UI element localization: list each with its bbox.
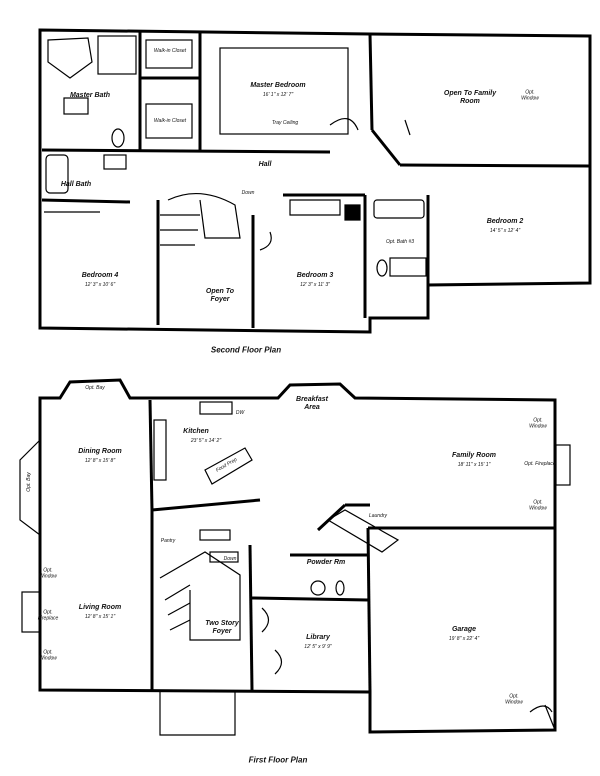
label-down-2f: Down	[241, 190, 255, 197]
label-bedroom-2-size: 14' 5" x 12' 4"	[489, 228, 521, 235]
second-floor-walls	[38, 28, 592, 334]
label-breakfast: Breakfast Area	[296, 395, 328, 411]
label-master-bath: Master Bath	[69, 91, 111, 99]
label-opt-window-5: Opt. Window	[505, 693, 523, 705]
label-dw: DW	[235, 410, 245, 417]
label-library-size: 12' 5" x 9' 9"	[304, 644, 332, 651]
label-bedroom-4: Bedroom 4	[81, 271, 119, 279]
label-hall-bath: Hall Bath	[60, 180, 92, 188]
label-opt-fireplace-2: Opt. Fireplace	[37, 609, 59, 621]
label-opt-window-3: Opt. Window	[39, 567, 57, 579]
label-foyer: Two Story Foyer	[205, 619, 239, 635]
label-kitchen-size: 23' 5" x 14' 2"	[190, 438, 222, 445]
label-open-foyer: Open To Foyer	[205, 287, 235, 303]
first-floor-walls	[38, 378, 557, 734]
label-living-size: 12' 8" x 15' 1"	[84, 614, 116, 621]
label-pantry: Pantry	[160, 538, 176, 545]
label-master-bedroom: Master Bedroom	[250, 81, 306, 89]
label-garage-size: 19' 8" x 22' 4"	[448, 636, 480, 643]
label-dining-size: 12' 8" x 15' 8"	[84, 458, 116, 465]
label-opt-fireplace-1: Opt. Fireplace	[524, 461, 556, 468]
label-family-size: 18' 11" x 15' 1"	[457, 462, 491, 469]
label-garage: Garage	[451, 625, 477, 633]
label-tray-ceiling: Tray Ceiling	[271, 120, 299, 127]
label-open-family: Open To Family Room	[443, 89, 497, 105]
label-laundry: Laundry	[368, 513, 388, 520]
label-library: Library	[306, 633, 330, 641]
label-walkin-closet-1: Walk-in Closet	[153, 48, 187, 55]
label-opt-window-2f: Opt. Window	[521, 89, 539, 101]
label-master-bedroom-size: 16' 1" x 12' 7"	[262, 92, 294, 99]
caption-second-floor: Second Floor Plan	[210, 345, 282, 355]
first-floor-fixtures	[19, 379, 571, 736]
label-opt-window-1: Opt. Window	[529, 417, 547, 429]
label-living: Living Room	[78, 603, 122, 611]
caption-first-floor: First Floor Plan	[248, 755, 308, 765]
label-bedroom-3-size: 12' 3" x 11' 3"	[300, 282, 330, 289]
label-walkin-closet-2: Walk-in Closet	[153, 118, 187, 125]
label-opt-bath: Opt. Bath #3	[385, 239, 415, 246]
label-dining: Dining Room	[78, 447, 122, 455]
label-family: Family Room	[452, 451, 496, 459]
label-opt-window-2: Opt. Window	[529, 499, 547, 511]
label-bedroom-2: Bedroom 2	[486, 217, 524, 225]
label-opt-bay-side: Opt. Bay	[26, 472, 33, 492]
label-opt-bay-top: Opt. Bay	[85, 385, 105, 392]
label-bedroom-3: Bedroom 3	[296, 271, 334, 279]
label-kitchen: Kitchen	[183, 427, 209, 435]
second-floor-fixtures	[44, 35, 427, 277]
label-opt-window-4: Opt. Window	[39, 649, 57, 661]
label-hall: Hall	[258, 160, 272, 168]
label-bedroom-4-size: 12' 3" x 10' 6"	[84, 282, 116, 289]
label-down-1f: Down	[223, 556, 237, 563]
label-powder: Powder Rm	[306, 558, 346, 566]
